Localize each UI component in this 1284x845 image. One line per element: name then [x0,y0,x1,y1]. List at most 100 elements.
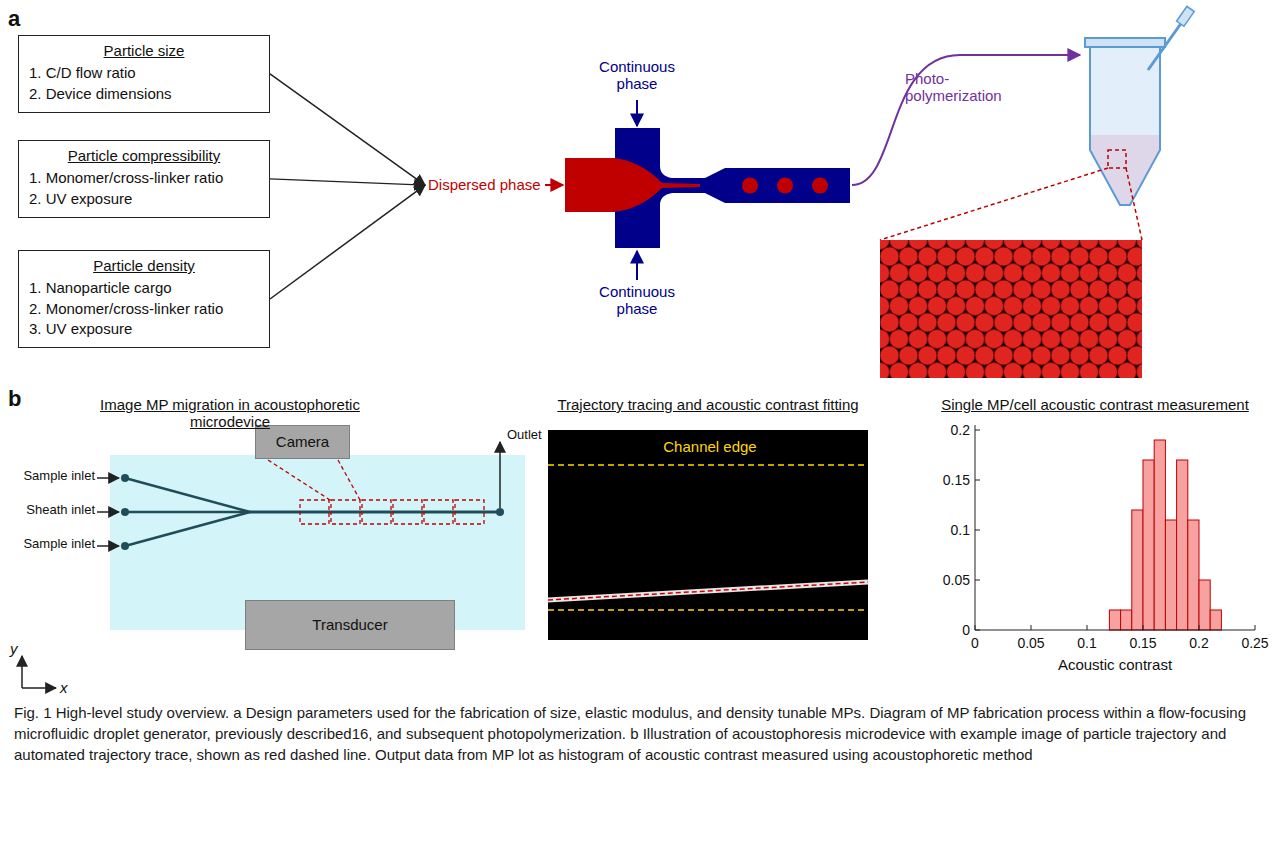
microparticle [956,247,975,266]
tick-label: 0.05 [915,572,970,588]
channel-edge-label: Channel edge [640,438,780,455]
microparticle [928,297,947,316]
connector-arrow [270,185,425,299]
microparticle [918,280,937,299]
microparticle [1061,363,1080,379]
tick-label: 0.15 [915,472,970,488]
histogram-bar [1121,610,1132,630]
microparticle [890,330,909,349]
flow-label: Continuous phase [587,58,687,93]
inlet-label: Sheath inlet [5,503,95,518]
microparticle [985,297,1004,316]
microparticle [966,264,985,283]
histogram-bar [1188,520,1199,630]
trajectory-image [548,430,868,640]
box-heading: Particle density [29,256,259,276]
microparticle [899,346,918,365]
phase-label: Dispersed phase [428,175,541,195]
microparticle [918,313,937,332]
microparticle [899,313,918,332]
microparticle [994,247,1013,266]
microparticle [909,297,928,316]
histogram-bar [1199,580,1210,630]
microparticle [918,247,937,266]
microparticle [985,363,1004,379]
microparticle [899,280,918,299]
microparticle [1108,313,1127,332]
tick-label: 0 [950,635,1000,651]
microparticle [1127,247,1142,266]
microparticle [890,363,909,379]
node-text: Dispersed phase [428,175,541,195]
microparticle [947,264,966,283]
microparticle [994,280,1013,299]
acoustophoresis-device [22,442,525,688]
microparticle [1127,346,1142,365]
microparticle [899,247,918,266]
microparticle [1118,330,1137,349]
microparticle [1023,297,1042,316]
field-of-view [300,500,329,524]
field-of-view [393,500,422,524]
microparticle [985,264,1004,283]
tick-label: 0.1 [1062,635,1112,651]
list-item: 2. Device dimensions [29,84,259,104]
microparticle [909,330,928,349]
microparticle [1051,346,1070,365]
histogram-bar [1177,460,1188,630]
microparticle [1137,363,1143,379]
histogram [975,425,1255,630]
connector-arrow [270,179,425,185]
microparticle [966,363,985,379]
microparticle [966,297,985,316]
microparticle [937,247,956,266]
microparticle [975,313,994,332]
microparticle [909,264,928,283]
microparticle [1051,247,1070,266]
subpanel-title: Trajectory tracing and acoustic contrast… [548,396,868,413]
histogram-bar [1165,520,1176,630]
microparticle [1099,330,1118,349]
microparticle [1070,280,1089,299]
microparticle [890,264,909,283]
microparticle [1089,247,1108,266]
microparticle [918,346,937,365]
microparticle [1023,330,1042,349]
microparticle [880,280,899,299]
microparticle [1004,363,1023,379]
microparticle [1080,297,1099,316]
microparticle [928,264,947,283]
figure-caption: Fig. 1 High-level study overview. a Desi… [14,702,1270,765]
microparticle [1089,313,1108,332]
field-of-view [362,500,391,524]
microparticle [1032,346,1051,365]
microparticle [928,330,947,349]
microparticle [880,247,899,266]
microparticle [1127,280,1142,299]
field-of-view [331,500,360,524]
microparticle [1089,346,1108,365]
list-item: 1. Monomer/cross-linker ratio [29,168,259,188]
microparticle [975,280,994,299]
microparticle [1061,264,1080,283]
field-of-view [455,500,484,524]
microparticle [1061,330,1080,349]
tick-label: 0 [915,622,970,638]
microparticle [994,346,1013,365]
list-item: 1. C/D flow ratio [29,63,259,83]
tick-label: 0.05 [1006,635,1056,651]
microparticle [928,363,947,379]
microparticle [1089,280,1108,299]
microparticle [937,346,956,365]
microparticle [1118,297,1137,316]
microparticle [1070,313,1089,332]
list-item: 3. UV exposure [29,319,259,339]
microparticle [1080,264,1099,283]
microparticle [1070,346,1089,365]
microparticle [975,346,994,365]
microparticle [1051,313,1070,332]
axis-title: Acoustic contrast [1040,656,1190,673]
microparticle [975,247,994,266]
droplet-generator [545,100,850,280]
microparticle [1042,264,1061,283]
